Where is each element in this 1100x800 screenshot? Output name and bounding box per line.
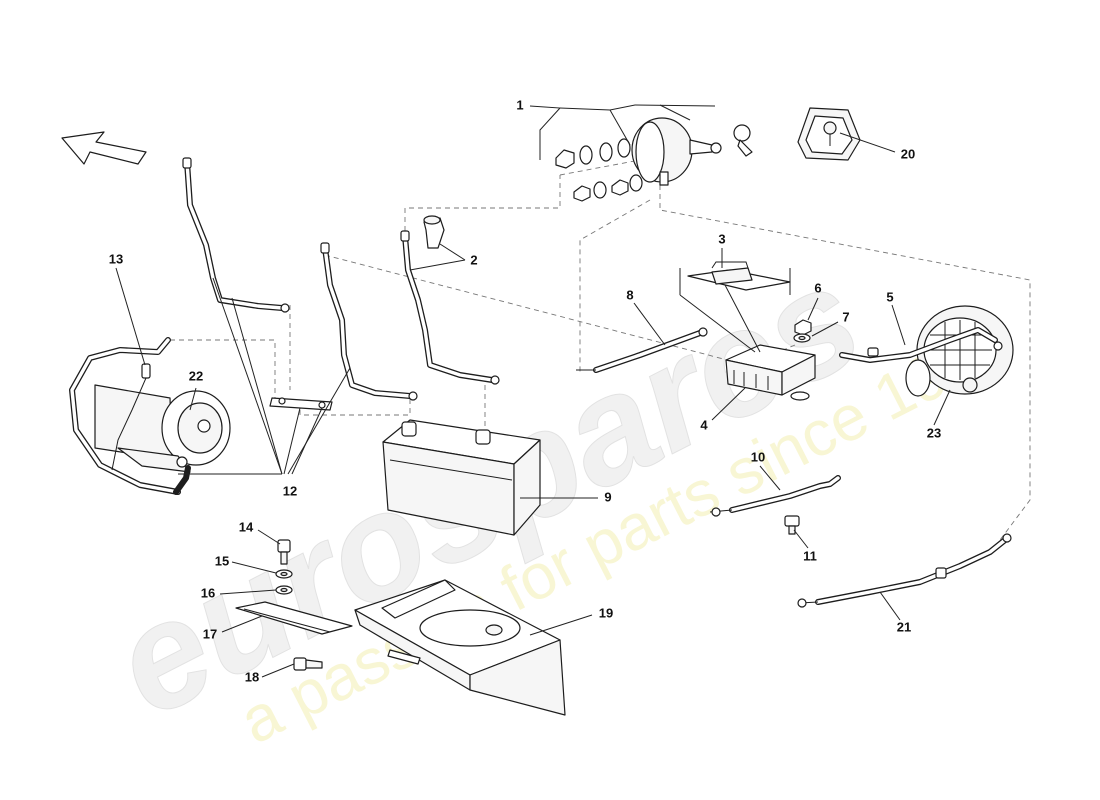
callouts: 1 2 3 4 5 6 7 8 9 10 11 12 13 14 15 16 1… xyxy=(109,97,941,684)
callout-9[interactable]: 9 xyxy=(604,489,611,504)
fuse xyxy=(687,261,791,291)
callout-11[interactable]: 11 xyxy=(803,548,817,563)
callout-21[interactable]: 21 xyxy=(897,619,911,634)
callout-1[interactable]: 1 xyxy=(516,97,523,112)
callout-3[interactable]: 3 xyxy=(718,231,725,246)
callout-15[interactable]: 15 xyxy=(215,553,229,568)
callout-6[interactable]: 6 xyxy=(814,280,821,295)
battery-tray xyxy=(354,579,566,716)
cable-21 xyxy=(797,533,1012,608)
battery xyxy=(382,419,541,536)
callout-13[interactable]: 13 xyxy=(109,251,123,266)
starter-cable xyxy=(69,337,191,495)
fuse-holder xyxy=(725,344,816,401)
callout-18[interactable]: 18 xyxy=(245,669,259,684)
callout-7[interactable]: 7 xyxy=(842,309,849,324)
callout-10[interactable]: 10 xyxy=(751,449,765,464)
direction-arrow-icon xyxy=(61,131,147,165)
cable-8 xyxy=(576,327,708,373)
cable-10 xyxy=(709,475,841,517)
starter-motor xyxy=(94,384,231,473)
alternator-cable xyxy=(839,327,1003,363)
bolt-14 xyxy=(277,539,291,565)
callout-23[interactable]: 23 xyxy=(927,425,941,440)
callout-4[interactable]: 4 xyxy=(700,417,708,432)
nut-6 xyxy=(794,319,812,336)
callout-2[interactable]: 2 xyxy=(470,252,477,267)
washer-15 xyxy=(275,569,293,579)
washer-16 xyxy=(275,585,293,595)
switch-cover xyxy=(797,107,861,161)
callout-17[interactable]: 17 xyxy=(203,626,217,641)
callout-20[interactable]: 20 xyxy=(901,146,915,161)
battery-switch-assembly xyxy=(555,117,753,202)
callout-22[interactable]: 22 xyxy=(189,368,203,383)
callout-19[interactable]: 19 xyxy=(599,605,613,620)
bracket xyxy=(235,601,353,635)
callout-12[interactable]: 12 xyxy=(283,483,297,498)
washer-7 xyxy=(793,333,811,343)
callout-16[interactable]: 16 xyxy=(201,585,215,600)
battery-cables xyxy=(182,157,500,411)
bolt-11 xyxy=(784,515,800,535)
cable-plug xyxy=(423,215,445,249)
callout-8[interactable]: 8 xyxy=(626,287,633,302)
callout-5[interactable]: 5 xyxy=(886,289,893,304)
callout-14[interactable]: 14 xyxy=(239,519,254,534)
bolt-18 xyxy=(293,657,323,671)
leader-lines xyxy=(115,104,951,678)
